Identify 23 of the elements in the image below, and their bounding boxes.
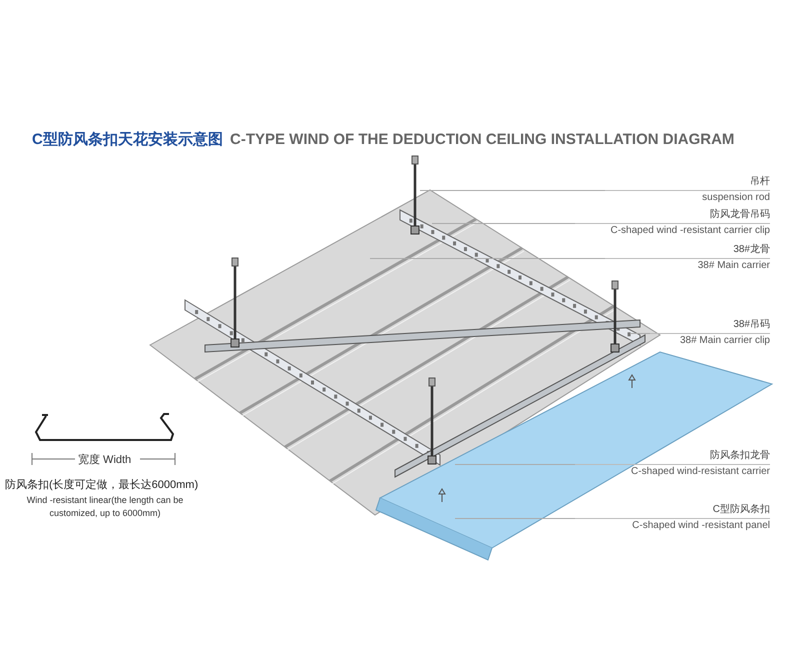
- callout-label: C-shaped wind-resistant carrier: [630, 465, 770, 479]
- leader-line: [454, 518, 576, 519]
- callout-label: 38# Main carrier clip: [678, 334, 770, 348]
- title: C型防风条扣天花安装示意图: [32, 130, 223, 149]
- description: Wind -resistant linear(the length can be customized, up to 6000mm): [26, 494, 184, 520]
- callout-label: C型防风条扣: [575, 503, 770, 519]
- callout-label: 38# Main carrier: [696, 259, 770, 273]
- leader-line: [454, 464, 576, 465]
- callout-label: 防风龙骨吊码: [575, 208, 770, 224]
- callout-label: C-shaped wind -resistant carrier clip: [609, 224, 770, 238]
- callout-label: 防风条扣龙骨: [575, 449, 770, 465]
- description: 防风条扣(长度可定做，最长达6000mm): [5, 478, 198, 492]
- leader-line: [432, 223, 576, 224]
- leader-line: [420, 190, 606, 191]
- leader-line: [630, 333, 650, 334]
- callout-label: 38#吊码: [650, 318, 770, 334]
- leader-line: [370, 258, 606, 259]
- callout-label: 吊杆: [605, 175, 770, 191]
- callout-label: C-shaped wind -resistant panel: [631, 519, 770, 533]
- dimension-label: 宽度 Width: [78, 452, 132, 467]
- subtitle: C-TYPE WIND OF THE DEDUCTION CEILING INSTALLATION DIAGRAM: [230, 131, 734, 148]
- callout-label: suspension rod: [701, 191, 770, 205]
- callout-label: 38#龙骨: [605, 243, 770, 259]
